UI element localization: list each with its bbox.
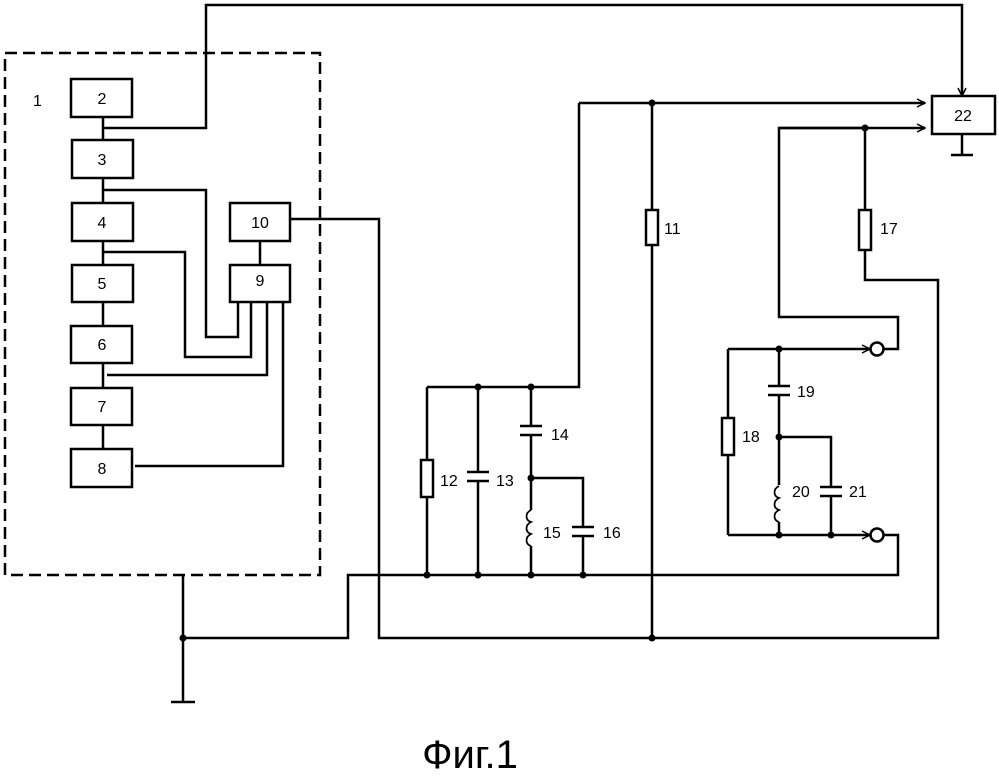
resistor-17 (859, 210, 871, 250)
capacitor-14 (520, 387, 542, 510)
label-19: 19 (797, 384, 815, 401)
block-9: 9 (230, 265, 290, 302)
inductor-20 (775, 486, 780, 522)
label-13: 13 (496, 473, 514, 490)
capacitor-19 (768, 349, 790, 485)
capacitor-16 (531, 478, 594, 575)
label-14: 14 (551, 427, 569, 444)
svg-text:2: 2 (98, 91, 107, 108)
terminal-bottom (871, 529, 884, 542)
svg-text:3: 3 (98, 152, 107, 169)
label-15: 15 (543, 525, 561, 542)
unit-1-label: 1 (33, 93, 42, 110)
block-5: 5 (72, 265, 133, 302)
terminal-top (871, 343, 884, 356)
label-12: 12 (440, 473, 458, 490)
svg-text:9: 9 (256, 273, 265, 290)
unit-wires (103, 5, 973, 702)
block-3: 3 (72, 140, 133, 178)
resistor-18 (722, 418, 734, 455)
block-6: 6 (71, 326, 132, 363)
label-18: 18 (742, 429, 760, 446)
svg-text:6: 6 (98, 337, 107, 354)
svg-text:22: 22 (954, 108, 972, 125)
svg-text:5: 5 (98, 276, 107, 293)
capacitor-21 (779, 437, 842, 535)
resistor-11 (646, 210, 658, 245)
block-8: 8 (71, 449, 132, 487)
label-11: 11 (664, 221, 681, 238)
capacitor-13 (467, 387, 489, 575)
svg-text:4: 4 (98, 215, 107, 232)
figure-caption: Фиг.1 (422, 733, 518, 777)
svg-text:8: 8 (98, 461, 107, 478)
block-2: 2 (71, 79, 132, 117)
inductor-15 (527, 510, 532, 546)
label-20: 20 (792, 484, 810, 501)
label-16: 16 (603, 525, 621, 542)
block-10: 10 (230, 203, 290, 241)
svg-text:7: 7 (98, 399, 107, 416)
label-17: 17 (880, 221, 898, 238)
block-22: 22 (932, 96, 995, 134)
unit-1-boundary (5, 53, 320, 575)
block-4: 4 (72, 203, 133, 241)
svg-text:10: 10 (251, 215, 269, 232)
label-21: 21 (849, 484, 867, 501)
resistor-12 (421, 460, 433, 497)
block-7: 7 (71, 388, 132, 425)
